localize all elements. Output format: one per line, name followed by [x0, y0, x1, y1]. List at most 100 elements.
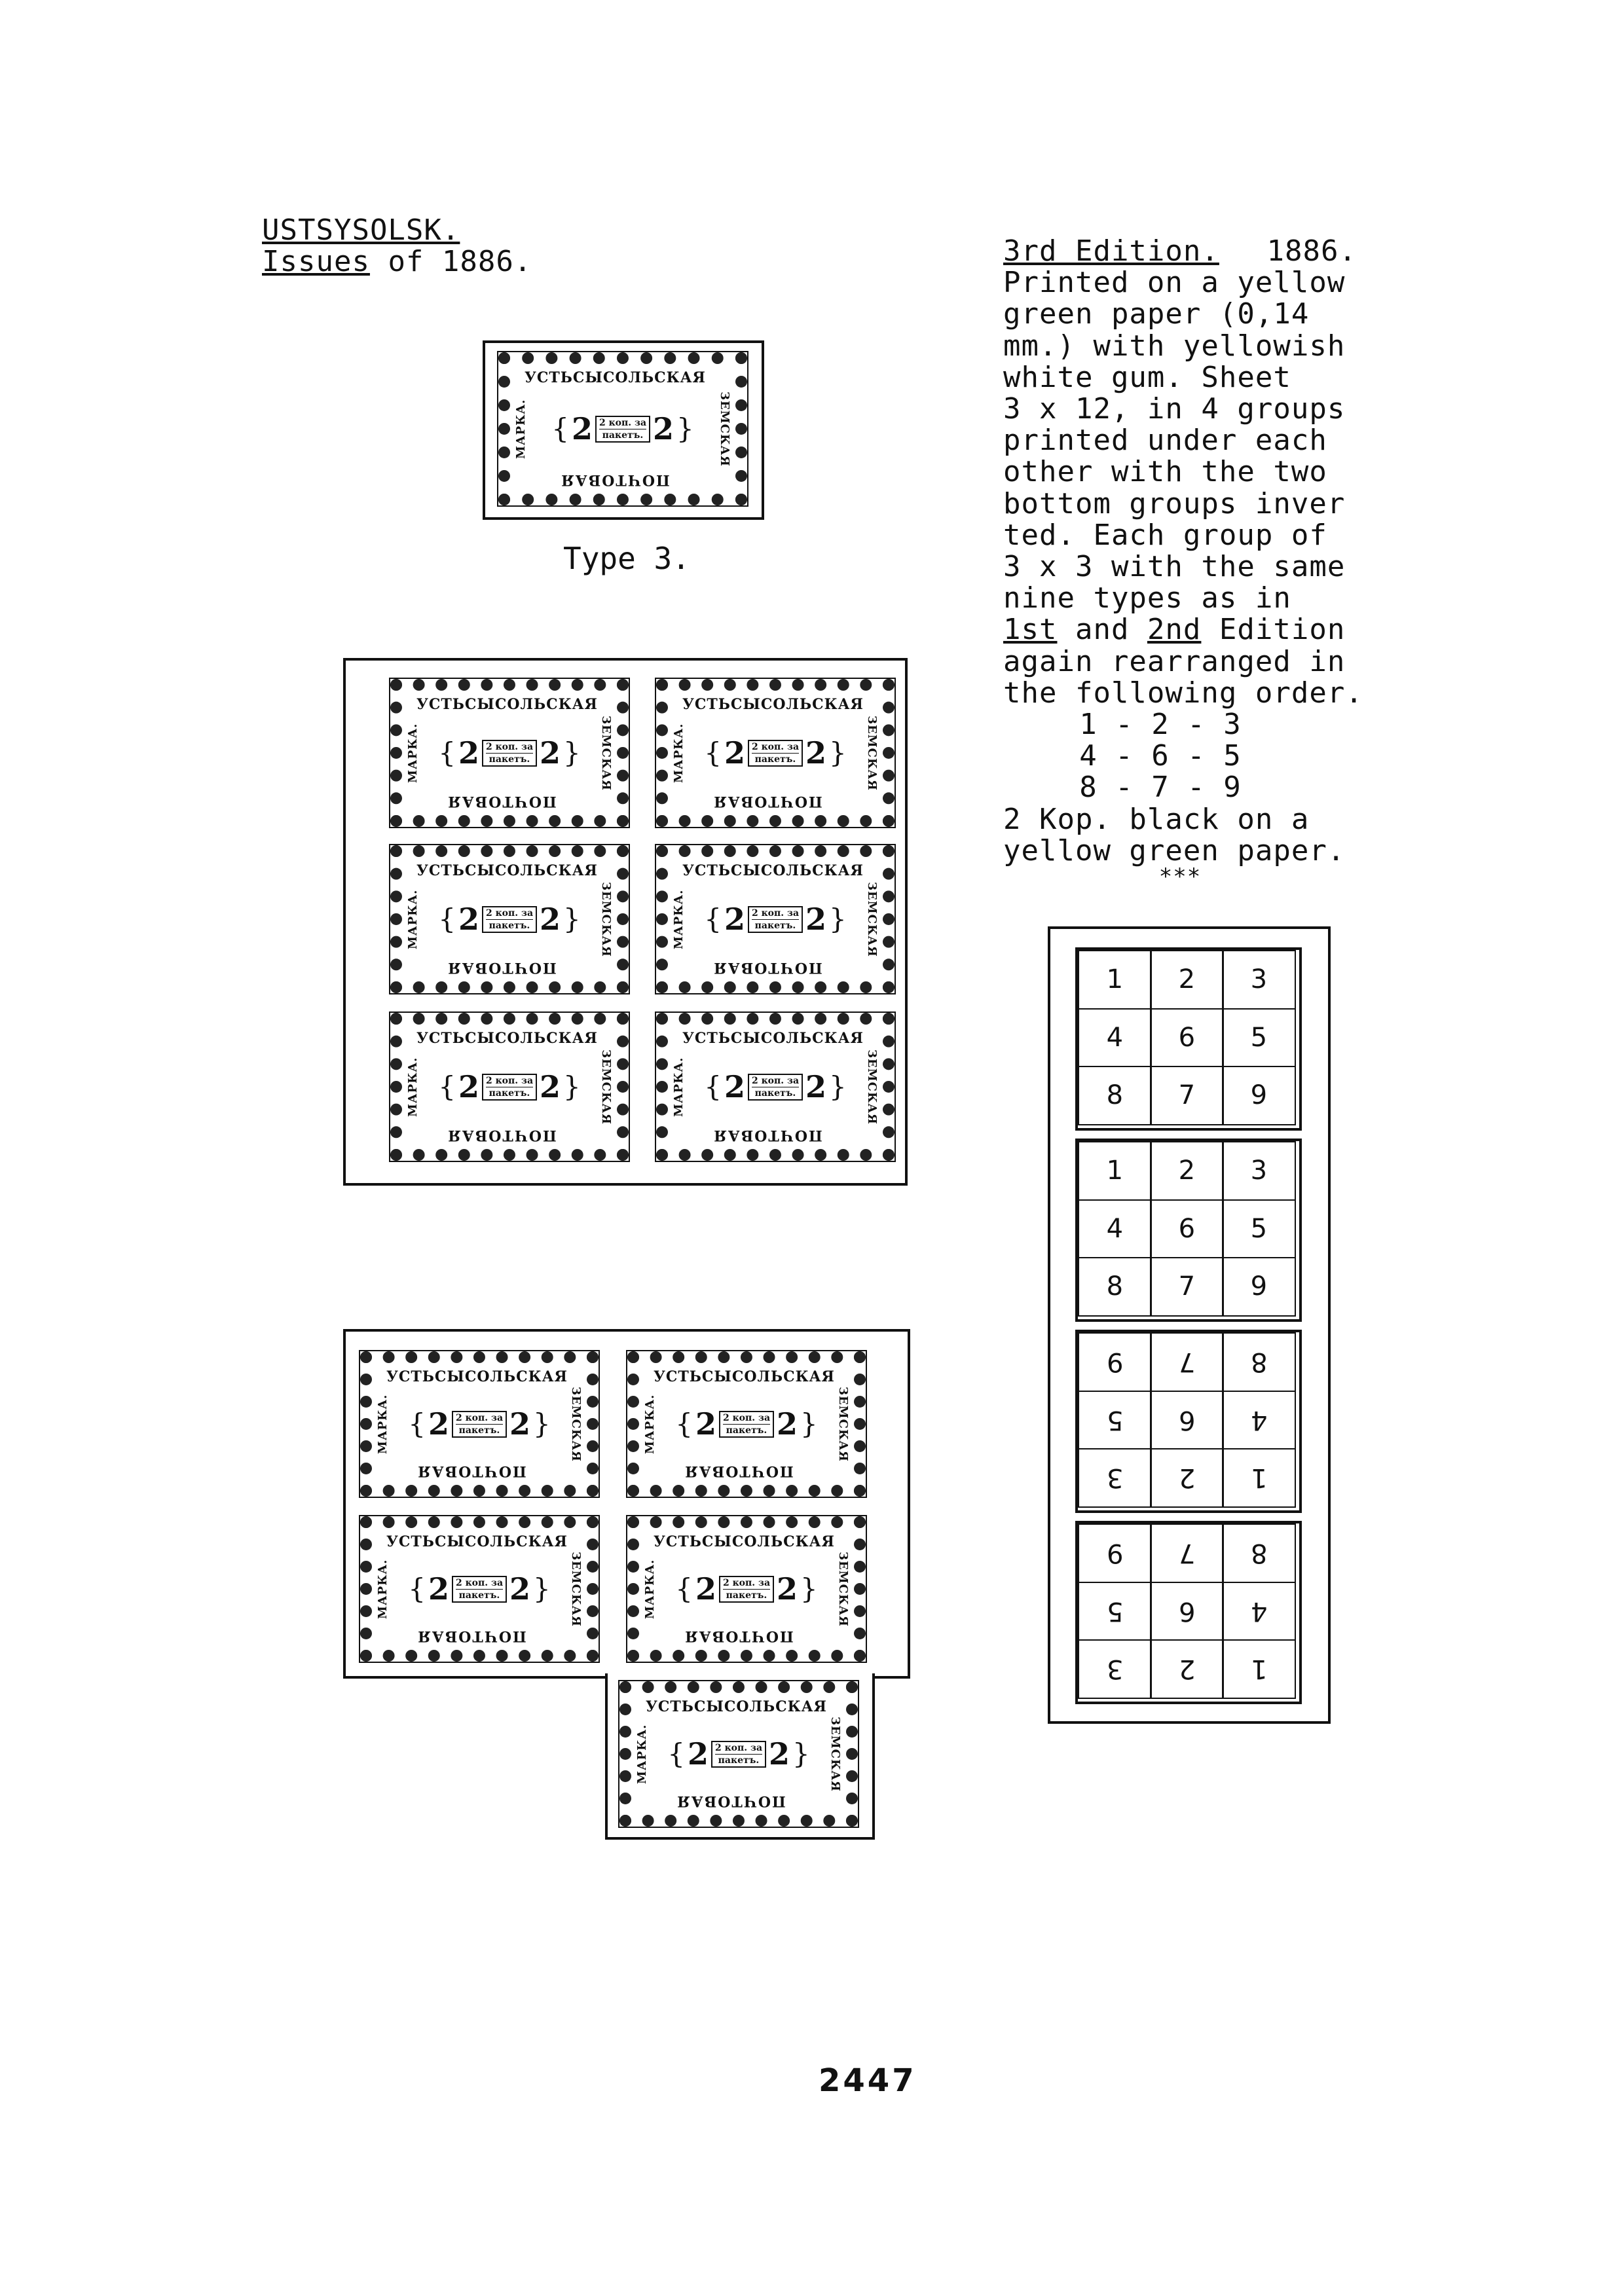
text-line: the following order. [1003, 676, 1363, 710]
stamp-line1: 2 коп. за [455, 1412, 504, 1423]
type-number: 1 [1250, 1463, 1268, 1493]
brace-ornament: } [563, 737, 581, 769]
stamp-top-text: УСТЬСЫСОЛЬСКАЯ [654, 1368, 835, 1385]
stamp-line1: 2 коп. за [485, 907, 534, 919]
stamp-value: 2 [458, 902, 479, 937]
stamp-value: 2 [428, 1406, 449, 1442]
stamp-left-text: МАРКА. [376, 1394, 390, 1454]
type-number: 9 [1250, 1080, 1268, 1111]
type-cell: 6 [1150, 1581, 1224, 1641]
stamp-value: 2 [458, 735, 479, 771]
ornamental-border [656, 1013, 895, 1161]
text-line: 3 x 12, in 4 groups [1003, 392, 1346, 426]
stamp-left-text: МАРКА. [406, 1057, 420, 1117]
type-number: 6 [1178, 1213, 1196, 1244]
type-number: 2 [1178, 964, 1196, 995]
stamp-bottom-text: ПОЧТОВАЯ [684, 1628, 794, 1645]
stamp-line1: 2 коп. за [485, 741, 534, 752]
type-caption: Type 3. [563, 541, 690, 576]
type-cell: 1 [1222, 1448, 1296, 1508]
type-number: 2 [1178, 1654, 1196, 1685]
text-line: green paper (0,14 [1003, 297, 1310, 331]
stamp-top-text: УСТЬСЫСОЛЬСКАЯ [682, 862, 864, 879]
text-line: ted. Each group of [1003, 518, 1327, 552]
brace-ornament: } [829, 903, 847, 935]
text-line: other with the two [1003, 455, 1327, 489]
text-line: mm.) with yellowish [1003, 329, 1346, 363]
stamp-value: 2 [458, 1069, 479, 1104]
stamp-value: 2 [540, 902, 561, 937]
issues-suffix: of 1886. [369, 245, 532, 278]
brace-ornament: { [667, 1738, 685, 1770]
stamp-value: 2 [724, 902, 745, 937]
brace-ornament: } [829, 737, 847, 769]
type-cell: 9 [1078, 1332, 1152, 1392]
stamp-left-text: МАРКА. [643, 1394, 657, 1454]
type-number: 1 [1106, 964, 1124, 995]
type-number: 6 [1178, 1595, 1196, 1626]
stamp-line1: 2 коп. за [485, 1075, 534, 1086]
stamp-right-text: ЗЕМСКАЯ [865, 1049, 879, 1125]
type-number: 8 [1106, 1080, 1124, 1111]
stamp-bottom-text: ПОЧТОВАЯ [416, 1463, 526, 1480]
stamp-value: 2 [777, 1571, 798, 1607]
type-number: 1 [1250, 1654, 1268, 1685]
text-line: bottom groups inver [1003, 486, 1346, 520]
stamp-bottom-text: ПОЧТОВАЯ [712, 793, 822, 810]
type-number: 6 [1178, 1022, 1196, 1053]
type-number: 7 [1178, 1347, 1196, 1377]
issues-prefix: Issues [262, 245, 370, 278]
stamp-value: 2 [428, 1571, 449, 1607]
ornamental-border [656, 845, 895, 993]
ornamental-border [498, 352, 747, 505]
type-number: 3 [1250, 1156, 1268, 1186]
type-cell: 4 [1222, 1581, 1296, 1641]
type-cell: 3 [1222, 1141, 1296, 1201]
stamp-line2: пакетъ. [455, 1423, 504, 1436]
stamp-bottom-text: ПОЧТОВАЯ [447, 793, 557, 810]
first-edition: 1st [1003, 613, 1058, 647]
ornamental-border [656, 679, 895, 827]
stamp-line2: пакетъ. [714, 1753, 763, 1766]
stamp-value: 2 [509, 1406, 531, 1442]
type-cell: 6 [1150, 1199, 1224, 1259]
stamp-line2: пакетъ. [722, 1588, 771, 1601]
place-heading: USTSYSOLSK. [262, 213, 460, 247]
type-number: 3 [1106, 1463, 1124, 1493]
stamp-bottom-text: ПОЧТОВАЯ [447, 959, 557, 976]
text-line: again rearranged in [1003, 644, 1346, 678]
stamp-right-text: ЗЕМСКАЯ [599, 881, 613, 957]
stamp-right-text: ЗЕМСКАЯ [865, 715, 879, 791]
stamp-line1: 2 коп. за [751, 741, 800, 752]
stamp-top-text: УСТЬСЫСОЛЬСКАЯ [525, 369, 706, 386]
stamp-value: 2 [695, 1571, 716, 1607]
stamp-top-text: УСТЬСЫСОЛЬСКАЯ [416, 696, 598, 713]
stamp-right-text: ЗЕМСКАЯ [569, 1551, 583, 1627]
brace-ornament: { [408, 1573, 426, 1605]
stamp-left-text: МАРКА. [406, 889, 420, 949]
type-number: 4 [1106, 1213, 1124, 1244]
stamp-value: 2 [540, 735, 561, 771]
edition-description: 3rd Edition.1886. Printed on a yellow gr… [1003, 235, 1363, 888]
stamp-right-text: ЗЕМСКАЯ [569, 1386, 583, 1462]
stamp-left-text: МАРКА. [672, 1057, 686, 1117]
stamp-line1: 2 коп. за [714, 1742, 763, 1753]
stamp-top-text: УСТЬСЫСОЛЬСКАЯ [416, 862, 598, 879]
type-cell: 6 [1150, 1390, 1224, 1450]
